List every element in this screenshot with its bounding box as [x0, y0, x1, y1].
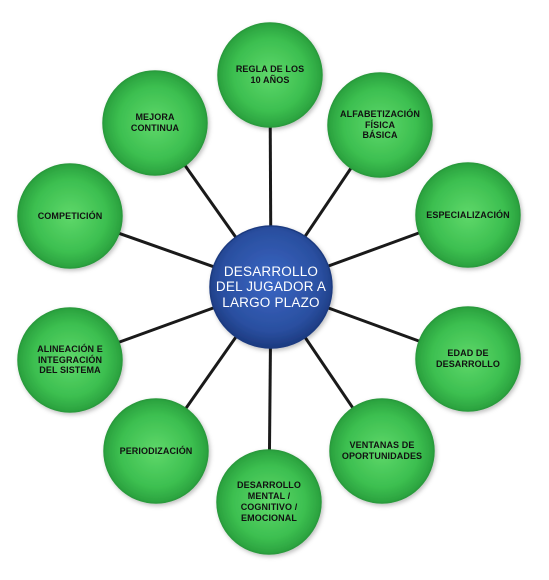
node-circle-especializacion — [415, 162, 521, 268]
node-label-periodizacion: PERIODIZACIÓN — [119, 445, 193, 456]
node-circle-ventanas — [329, 398, 435, 504]
node-label-ventanas: VENTANAS DE OPORTUNIDADES — [341, 440, 423, 461]
node-label-especializacion: ESPECIALIZACIÓN — [426, 209, 510, 220]
node-circle-periodizacion — [103, 398, 209, 504]
node-label-mental: DESARROLLO MENTAL / COGNITIVO / EMOCIONA… — [237, 480, 301, 523]
node-label-regla: REGLA DE LOS 10 AÑOS — [235, 64, 305, 85]
node-label-alfabetizacion: ALFABETIZACIÓN FÍSICA BÁSICA — [340, 108, 420, 141]
outer-nodes — [17, 22, 521, 555]
node-label-competicion: COMPETICIÓN — [37, 210, 103, 221]
node-label-alineacion: ALINEACIÓN E INTEGRACIÓN DEL SISTEMA — [37, 343, 103, 376]
node-circle-mejora — [102, 70, 208, 176]
node-circle-mental — [216, 449, 322, 555]
center-node-label: DESARROLLO DEL JUGADOR A LARGO PLAZO — [215, 263, 327, 310]
node-circle-edad — [415, 306, 521, 412]
node-circle-alfabetizacion — [327, 72, 433, 178]
node-label-edad: EDAD DE DESARROLLO — [436, 348, 500, 369]
node-label-mejora: MEJORA CONTINUA — [130, 112, 180, 133]
node-circle-regla — [217, 22, 323, 128]
node-circle-alineacion — [17, 307, 123, 413]
node-circle-competicion — [17, 163, 123, 269]
center-node-circle — [209, 225, 333, 349]
